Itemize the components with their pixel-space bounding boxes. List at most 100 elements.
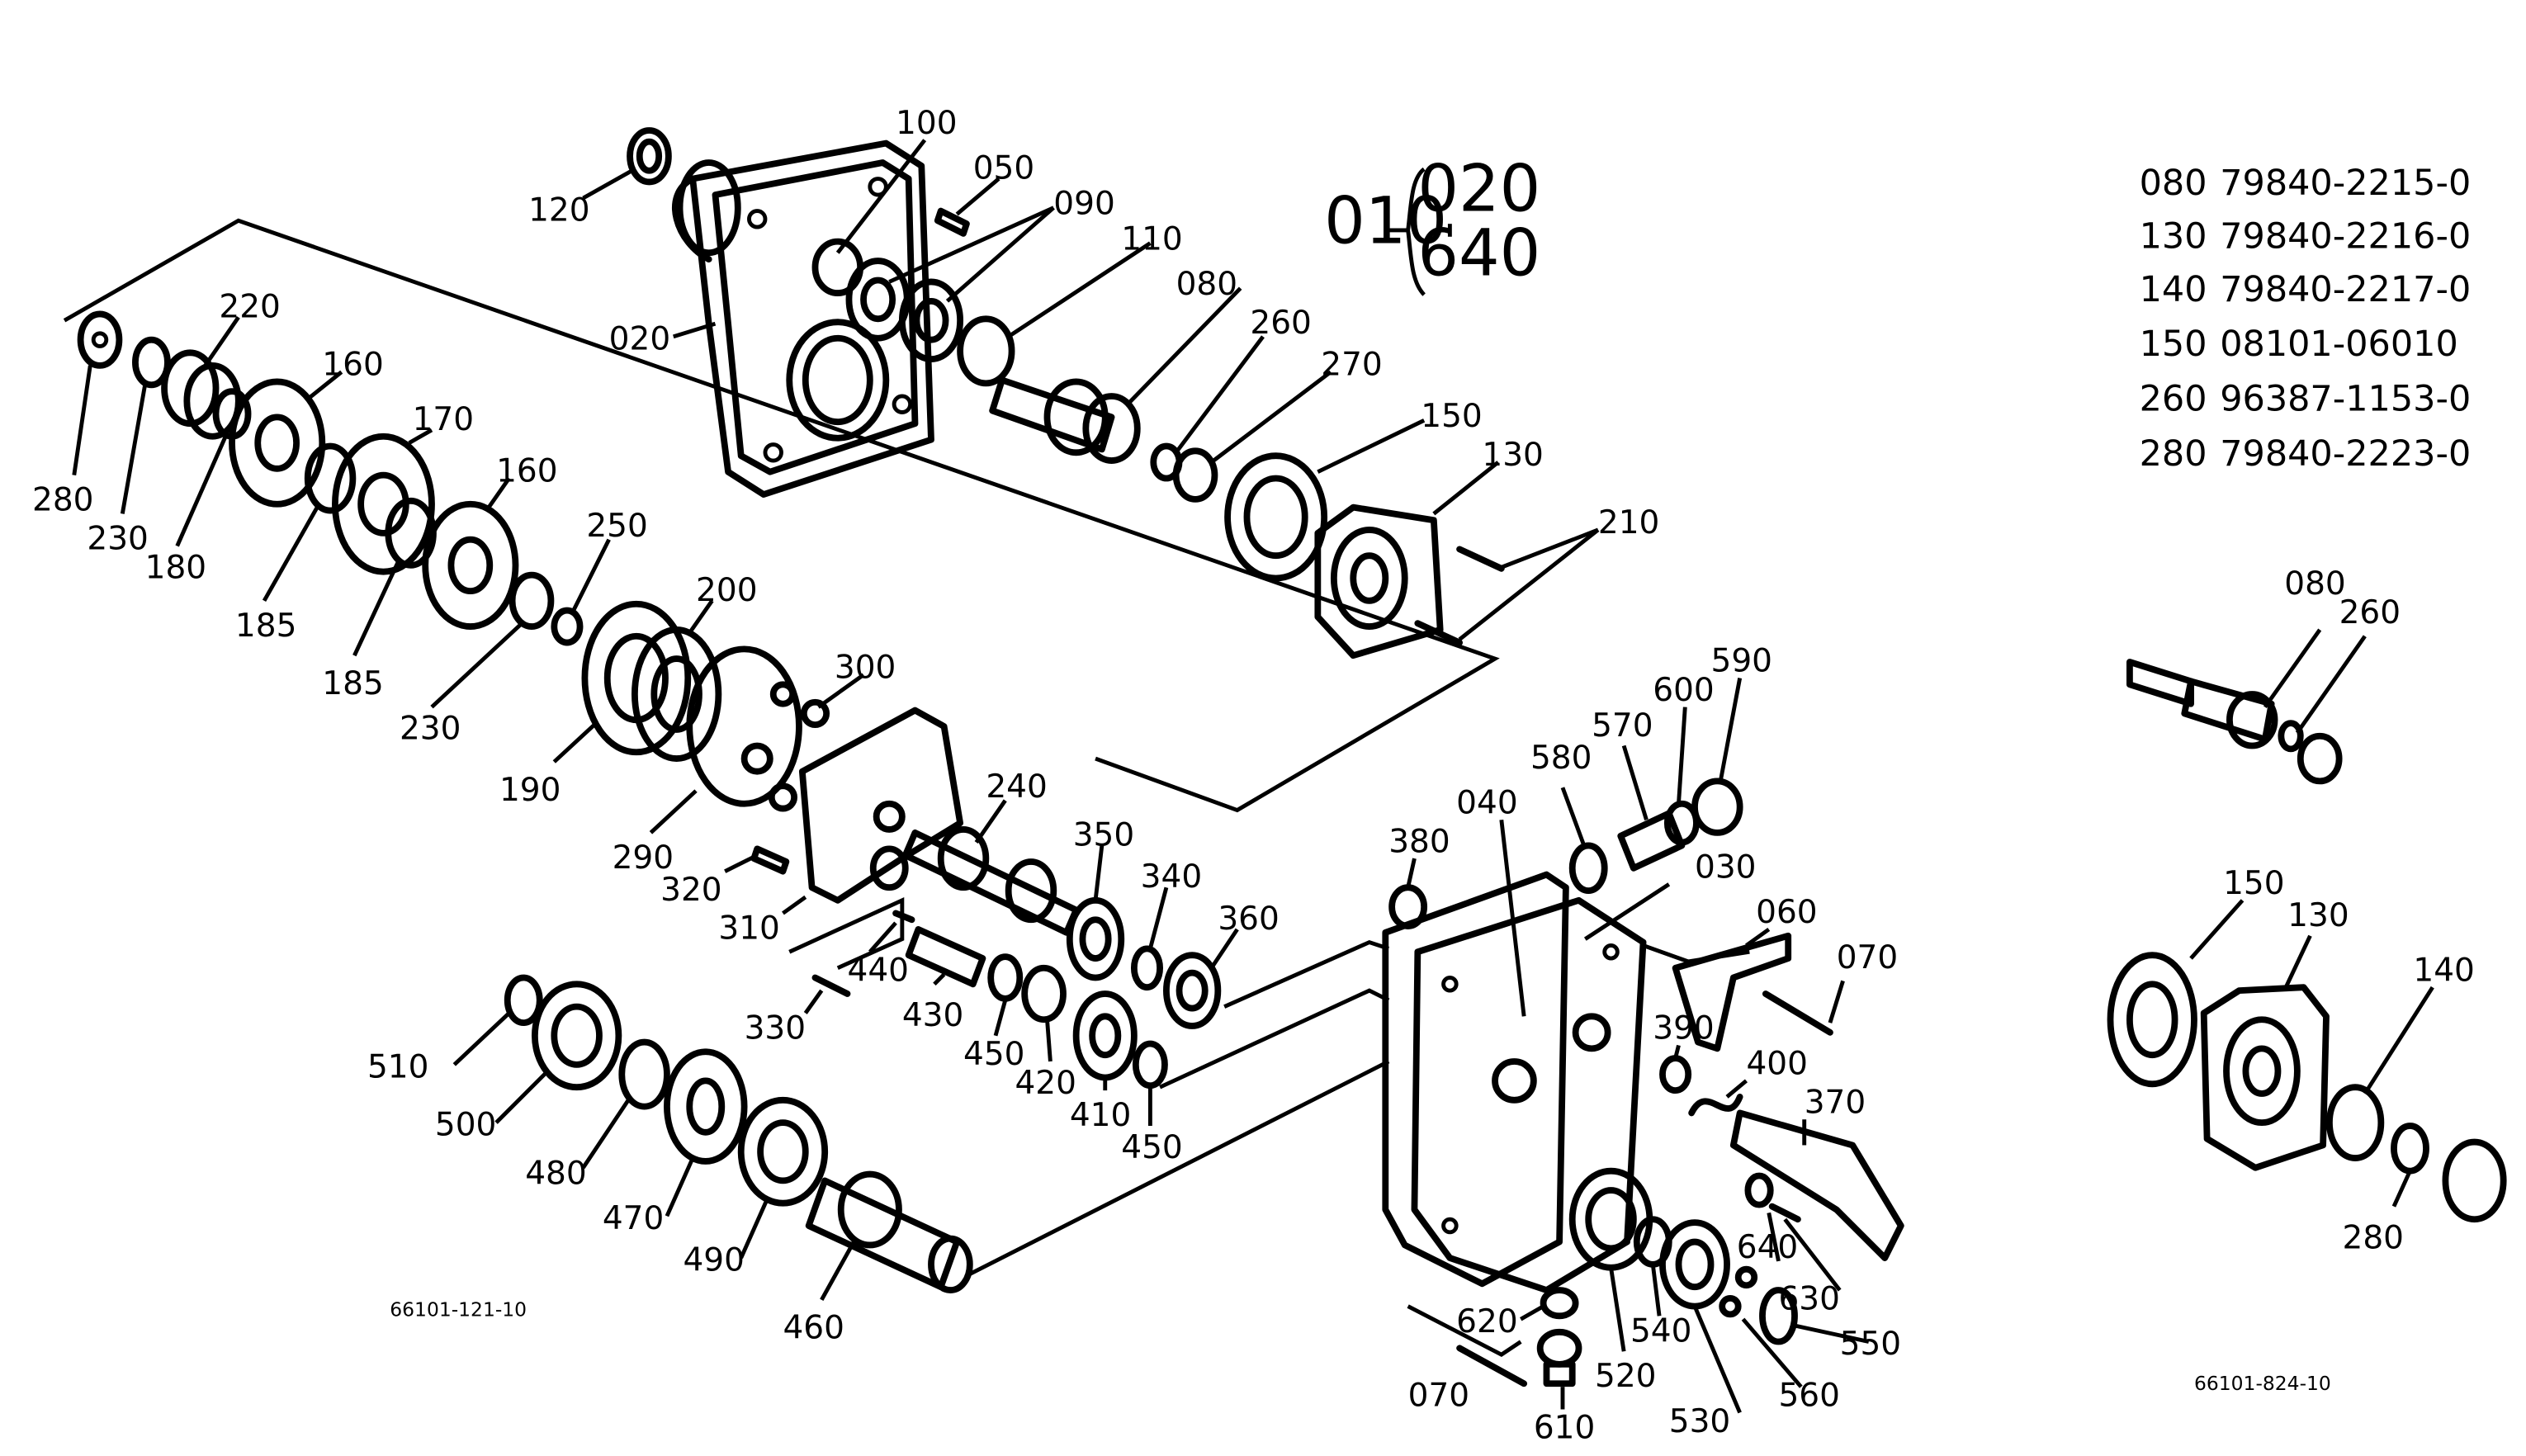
thrust-bearing-200 xyxy=(632,626,722,762)
balls-300 xyxy=(768,698,830,812)
callout: 630 xyxy=(1778,1281,1839,1318)
callout: 185 xyxy=(322,665,383,702)
callout: 160 xyxy=(496,452,557,489)
callout: 180 xyxy=(145,550,206,587)
callout: 220 xyxy=(219,288,280,325)
callout: 130 xyxy=(2287,897,2349,934)
disc-160b xyxy=(422,500,519,630)
washer-185 xyxy=(304,442,437,569)
shaft-240 xyxy=(901,826,1080,936)
snap-ring-110 xyxy=(957,315,1015,387)
disc-160 xyxy=(229,378,326,508)
bolt-330 xyxy=(811,974,851,997)
bearing-490 xyxy=(737,1096,829,1207)
callout: 450 xyxy=(963,1036,1024,1073)
balls-560 xyxy=(1719,1265,1758,1318)
callout: 070 xyxy=(1837,939,1898,976)
bearing-500 xyxy=(532,981,622,1091)
callout: 080 xyxy=(2284,565,2345,603)
callout: 610 xyxy=(1534,1410,1595,1447)
plug-620 xyxy=(1540,1287,1579,1320)
table-ref: 080 xyxy=(2140,163,2207,204)
callout: 250 xyxy=(586,508,647,545)
retainer-130 xyxy=(1314,503,1444,659)
bearing-420 xyxy=(1021,964,1067,1023)
callout: 170 xyxy=(413,401,474,438)
callout: 460 xyxy=(783,1310,844,1347)
callout: 070 xyxy=(1408,1378,1469,1415)
callout: 590 xyxy=(1711,643,1772,680)
callout: 520 xyxy=(1595,1358,1656,1395)
bolt-070b xyxy=(1456,1345,1528,1387)
snap-ring-230b xyxy=(509,571,555,630)
table-part-no: 79840-2217-0 xyxy=(2220,269,2471,310)
group-outline xyxy=(63,218,1500,813)
callout: 560 xyxy=(1778,1378,1839,1415)
callout: 280 xyxy=(2343,1219,2404,1256)
callout: 580 xyxy=(1530,740,1592,777)
shaft-430 xyxy=(905,926,986,988)
inset-bearing-group xyxy=(2107,899,2507,1223)
callout: 150 xyxy=(1421,398,1482,435)
guide-line-2 xyxy=(1159,988,1390,1090)
plate-170 xyxy=(332,433,435,575)
bolt-070a xyxy=(1762,990,1833,1036)
table-part-no: 08101-06010 xyxy=(2220,324,2458,365)
washer-340 xyxy=(1130,945,1164,991)
callout: 350 xyxy=(1073,816,1134,853)
plate-280 xyxy=(77,310,123,369)
callout: 530 xyxy=(1669,1403,1730,1440)
callout: 380 xyxy=(1388,823,1450,860)
callout: 150 xyxy=(2223,865,2284,902)
drawing-code-inset: 66101-824-10 xyxy=(2194,1372,2331,1395)
callout: 020 xyxy=(609,320,670,357)
callout: 080 xyxy=(1176,266,1237,303)
callout: 210 xyxy=(1598,504,1659,541)
drain-610 xyxy=(1536,1328,1582,1387)
callout: 200 xyxy=(696,572,757,609)
callout: 130 xyxy=(1482,437,1543,474)
cap-590 xyxy=(1691,778,1743,836)
table-ref: 260 xyxy=(2140,379,2207,420)
bolt-640 xyxy=(1768,1203,1801,1223)
callout: 300 xyxy=(835,650,896,687)
washer-450 xyxy=(987,953,1168,1090)
callout: 185 xyxy=(235,607,296,645)
callout: 040 xyxy=(1456,784,1517,821)
callout: 480 xyxy=(525,1155,586,1192)
callout: 050 xyxy=(973,150,1034,187)
bearing-090 xyxy=(845,258,964,363)
callout: 360 xyxy=(1218,901,1279,938)
callout: 190 xyxy=(499,772,561,809)
o-ring-550 xyxy=(1759,1287,1798,1345)
cover-030 xyxy=(1411,896,1647,1293)
callout: 500 xyxy=(435,1107,496,1144)
callout: 550 xyxy=(1840,1326,1901,1363)
callout: 280 xyxy=(32,482,93,519)
callout: 390 xyxy=(1653,1010,1714,1047)
assembly-child-2: 640 xyxy=(1417,217,1540,291)
shaft-460 xyxy=(805,1170,973,1293)
callout: 400 xyxy=(1746,1046,1807,1083)
bearing-150 xyxy=(1224,452,1328,582)
guide-line-6 xyxy=(1642,943,1750,964)
callout: 330 xyxy=(745,1010,806,1047)
bolts-210 xyxy=(1414,546,1505,646)
guide-line-4 xyxy=(788,897,905,971)
callout: 310 xyxy=(718,910,779,948)
leader-lines xyxy=(72,139,1870,1414)
parts-table: 080 79840-2215-0 130 79840-2216-0 140 79… xyxy=(2140,163,2472,475)
drawing-code-main: 66101-121-10 xyxy=(390,1298,527,1321)
callout: 230 xyxy=(87,520,148,557)
snap-ring-230 xyxy=(132,336,171,389)
table-part-no: 96387-1153-0 xyxy=(2220,379,2471,420)
callout: 420 xyxy=(1015,1065,1076,1102)
spring-400 xyxy=(1688,1093,1743,1117)
callout: 090 xyxy=(1053,185,1114,222)
cam-plate-290 xyxy=(686,645,802,807)
gear-470 xyxy=(664,1048,748,1165)
table-part-no: 79840-2223-0 xyxy=(2220,433,2471,475)
callout: 490 xyxy=(683,1242,744,1279)
bracket-060 xyxy=(1672,932,1792,1052)
